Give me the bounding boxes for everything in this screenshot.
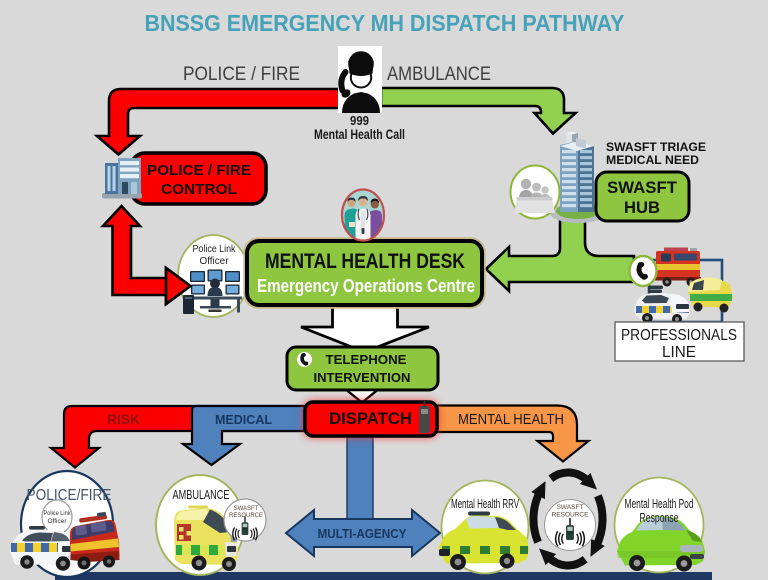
svg-text:Officer: Officer <box>47 518 67 525</box>
svg-text:TELEPHONE: TELEPHONE <box>326 352 407 367</box>
svg-text:PROFESSIONALS: PROFESSIONALS <box>621 327 737 344</box>
svg-text:MULTI-AGENCY: MULTI-AGENCY <box>318 526 407 541</box>
svg-text:INTERVENTION: INTERVENTION <box>314 370 411 385</box>
svg-text:DISPATCH: DISPATCH <box>329 410 412 428</box>
svg-text:SWASFT: SWASFT <box>607 179 677 197</box>
svg-text:Officer: Officer <box>200 255 229 267</box>
svg-text:POLICE / FIRE: POLICE / FIRE <box>183 63 300 85</box>
svg-text:AMBULANCE: AMBULANCE <box>387 63 491 85</box>
svg-text:MEDICAL NEED: MEDICAL NEED <box>606 153 699 167</box>
svg-text:Mental Health RRV: Mental Health RRV <box>451 497 519 511</box>
svg-text:Response: Response <box>640 511 679 525</box>
svg-text:HUB: HUB <box>624 199 660 217</box>
svg-text:LINE: LINE <box>662 344 696 361</box>
svg-text:MEDICAL: MEDICAL <box>215 412 272 427</box>
svg-text:MENTAL HEALTH: MENTAL HEALTH <box>458 412 564 428</box>
svg-text:RESOURCE: RESOURCE <box>229 513 263 519</box>
svg-text:Emergency Operations Centre: Emergency Operations Centre <box>257 276 475 296</box>
svg-text:POLICE / FIRE: POLICE / FIRE <box>147 163 251 179</box>
svg-text:SWASFT TRIAGE: SWASFT TRIAGE <box>606 140 706 154</box>
svg-text:Mental Health Pod: Mental Health Pod <box>625 497 694 511</box>
svg-text:999: 999 <box>350 114 369 128</box>
svg-text:SWASFT: SWASFT <box>234 506 259 512</box>
svg-text:Mental Health Call: Mental Health Call <box>314 127 405 142</box>
svg-text:POLICE/FIRE: POLICE/FIRE <box>27 487 112 504</box>
svg-text:Police Link: Police Link <box>193 243 237 255</box>
svg-text:RESOURCE: RESOURCE <box>552 512 590 519</box>
svg-text:Police Link: Police Link <box>44 510 72 517</box>
svg-text:SWASFT: SWASFT <box>557 504 584 511</box>
svg-text:CONTROL: CONTROL <box>161 182 237 198</box>
svg-text:RISK: RISK <box>107 411 140 427</box>
svg-text:MENTAL HEALTH DESK: MENTAL HEALTH DESK <box>265 250 465 273</box>
svg-text:BNSSG EMERGENCY MH DISPATCH PA: BNSSG EMERGENCY MH DISPATCH PATHWAY <box>145 10 625 36</box>
svg-text:AMBULANCE: AMBULANCE <box>173 487 230 502</box>
